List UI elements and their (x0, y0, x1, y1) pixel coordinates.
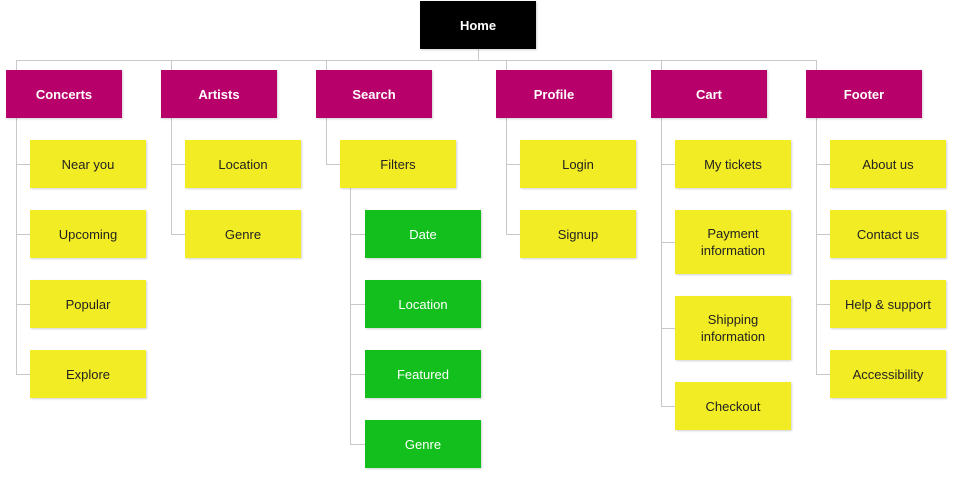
connector-line (816, 164, 830, 165)
section-footer[interactable]: Footer (806, 70, 922, 118)
section-concerts[interactable]: Concerts (6, 70, 122, 118)
page-search-filters[interactable]: Filters (340, 140, 456, 188)
connector-line (350, 304, 365, 305)
connector-line (350, 234, 365, 235)
connector-line (350, 444, 365, 445)
subpage-search-genre[interactable]: Genre (365, 420, 481, 468)
page-artists-location[interactable]: Location (185, 140, 301, 188)
connector-line (506, 118, 507, 235)
section-cart[interactable]: Cart (651, 70, 767, 118)
page-cart-payment-information[interactable]: Payment information (675, 210, 791, 274)
connector-line (661, 118, 662, 407)
connector-line (326, 118, 327, 165)
subpage-search-featured[interactable]: Featured (365, 350, 481, 398)
section-search[interactable]: Search (316, 70, 432, 118)
connector-line (16, 304, 30, 305)
page-cart-checkout[interactable]: Checkout (675, 382, 791, 430)
section-profile[interactable]: Profile (496, 70, 612, 118)
subpage-search-date[interactable]: Date (365, 210, 481, 258)
connector-line (506, 60, 507, 70)
connector-line (661, 60, 662, 70)
page-concerts-near-you[interactable]: Near you (30, 140, 146, 188)
page-concerts-upcoming[interactable]: Upcoming (30, 210, 146, 258)
section-artists[interactable]: Artists (161, 70, 277, 118)
connector-line (16, 234, 30, 235)
connector-line (661, 164, 675, 165)
connector-line (171, 118, 172, 235)
connector-line (171, 164, 185, 165)
connector-line (171, 60, 172, 70)
connector-line (506, 234, 520, 235)
page-footer-contact-us[interactable]: Contact us (830, 210, 946, 258)
node-home[interactable]: Home (420, 1, 536, 49)
page-concerts-popular[interactable]: Popular (30, 280, 146, 328)
connector-line (816, 374, 830, 375)
connector-line (816, 60, 817, 70)
connector-line (16, 118, 17, 375)
connector-line (478, 49, 479, 60)
connector-line (816, 304, 830, 305)
connector-line (326, 164, 340, 165)
page-footer-accessibility[interactable]: Accessibility (830, 350, 946, 398)
connector-line (16, 164, 30, 165)
page-artists-genre[interactable]: Genre (185, 210, 301, 258)
connector-line (171, 234, 185, 235)
page-cart-my-tickets[interactable]: My tickets (675, 140, 791, 188)
page-cart-shipping-information[interactable]: Shipping information (675, 296, 791, 360)
page-profile-login[interactable]: Login (520, 140, 636, 188)
connector-line (16, 60, 17, 70)
connector-line (661, 406, 675, 407)
connector-line (350, 374, 365, 375)
connector-line (326, 60, 327, 70)
connector-line (506, 164, 520, 165)
connector-line (16, 374, 30, 375)
connector-line (661, 242, 675, 243)
page-footer-help-support[interactable]: Help & support (830, 280, 946, 328)
connector-line (16, 60, 816, 61)
connector-line (816, 234, 830, 235)
page-concerts-explore[interactable]: Explore (30, 350, 146, 398)
connector-line (816, 118, 817, 375)
connector-line (661, 328, 675, 329)
page-footer-about-us[interactable]: About us (830, 140, 946, 188)
connector-line (350, 188, 351, 445)
page-profile-signup[interactable]: Signup (520, 210, 636, 258)
subpage-search-location[interactable]: Location (365, 280, 481, 328)
